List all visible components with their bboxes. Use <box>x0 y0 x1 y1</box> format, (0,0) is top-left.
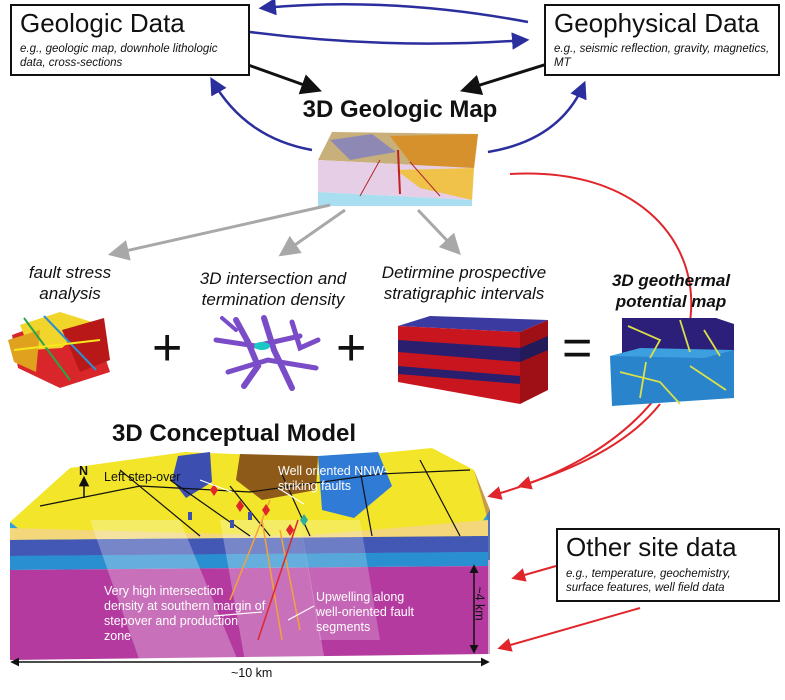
geophysical-data-title: Geophysical Data <box>554 8 760 38</box>
plus-sign-1: + <box>152 319 183 377</box>
upwelling-label: Upwelling along well-oriented fault segm… <box>316 590 414 634</box>
plus-sign-2: + <box>336 319 367 377</box>
arrow-geologic-to-geophysical <box>249 30 530 50</box>
potential-map-label: 3D geothermal potential map <box>611 271 731 311</box>
fault-stress-image <box>8 312 110 388</box>
fault-stress-label: fault stress analysis <box>28 263 112 303</box>
geologic-data-subtitle: e.g., geologic map, downhole lithologic … <box>20 43 218 69</box>
potential-map-block <box>610 318 734 406</box>
arrow-map-to-stratigraphic <box>416 208 461 256</box>
geophysical-data-box: Geophysical Data e.g., seismic reflectio… <box>544 4 780 76</box>
equals-sign: = <box>562 319 593 377</box>
arrow-site-data-to-model-1 <box>511 565 557 582</box>
well-oriented-label: Well oriented NNW-striking faults <box>278 464 388 493</box>
other-site-data-subtitle: e.g., temperature, geochemistry, surface… <box>566 568 731 594</box>
stratigraphic-label: Detirmine prospective stratigraphic inte… <box>381 263 547 303</box>
intersection-density-image <box>213 315 321 391</box>
arrow-potential-to-model <box>517 403 661 490</box>
left-step-over-label: Left step-over <box>104 470 181 484</box>
arrow-map-to-intersection <box>278 208 346 257</box>
conceptual-model-title: 3D Conceptual Model <box>112 420 357 447</box>
depth-scale-label: ~4 km <box>472 586 487 621</box>
other-site-data-box: Other site data e.g., temperature, geoch… <box>556 528 780 602</box>
geophysical-data-subtitle: e.g., seismic reflection, gravity, magne… <box>554 43 770 69</box>
arrow-map-to-fault-stress <box>107 203 331 261</box>
north-label: N <box>79 464 89 478</box>
other-site-data-title: Other site data <box>566 532 737 562</box>
width-scale-label: ~10 km <box>228 666 276 681</box>
arrow-map-to-geologic <box>210 76 313 152</box>
stratigraphic-block <box>398 316 548 404</box>
intersection-density-label: 3D intersection and termination density <box>199 269 347 309</box>
arrow-map-to-conceptual-model <box>487 172 693 500</box>
arrow-site-data-to-model-2 <box>497 607 641 652</box>
geologic-map-title: 3D Geologic Map <box>302 96 498 123</box>
conceptual-model-block <box>10 448 490 690</box>
geologic-data-box: Geologic Data e.g., geologic map, downho… <box>10 4 250 76</box>
geologic-map-block <box>318 132 478 206</box>
arrow-geophysical-to-geologic <box>258 0 529 24</box>
arrow-map-to-geophysical <box>487 80 587 154</box>
geologic-data-title: Geologic Data <box>20 8 185 38</box>
high-density-label: Very high intersection density at southe… <box>104 584 266 643</box>
